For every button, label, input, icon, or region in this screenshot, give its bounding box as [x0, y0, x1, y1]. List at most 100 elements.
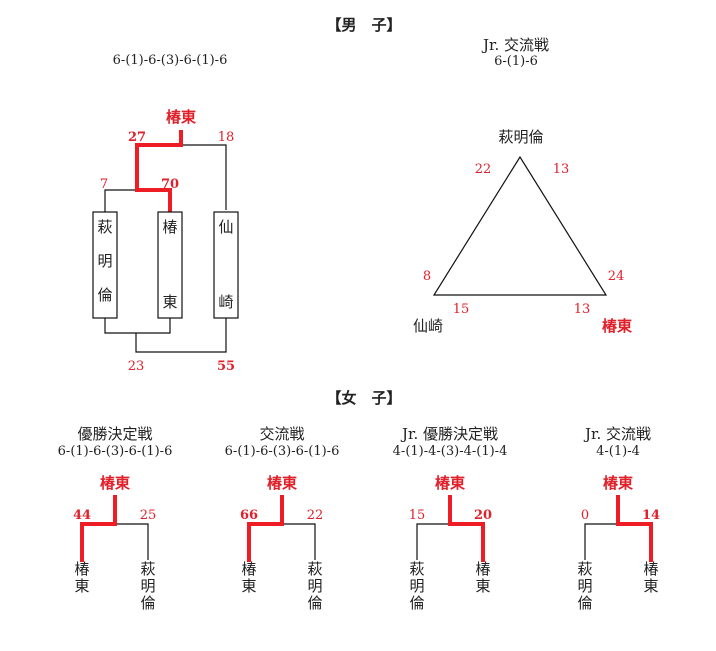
score-right: 20	[474, 508, 492, 523]
bracket-line-bottom-left	[104, 318, 171, 334]
bracket-champion: 椿東	[435, 474, 465, 492]
team-char: 東	[643, 577, 658, 595]
team-char: 椿	[241, 560, 256, 578]
score-top-left: 27	[128, 130, 146, 145]
team-char: 椿	[74, 560, 89, 578]
team-char: 明	[97, 252, 112, 270]
bracket-line-right-top	[180, 144, 227, 210]
bracket-winner-path	[135, 130, 183, 214]
team-char: 倫	[307, 594, 322, 612]
team-box-senzaki	[213, 211, 239, 319]
team-right: 萩明倫	[140, 560, 155, 612]
team-char: 明	[409, 577, 424, 595]
bracket-title: Jr. 交流戦	[583, 425, 651, 443]
team-label-hagimeirin: 萩明倫	[97, 218, 112, 304]
men-bracket: 萩明倫 椿東 仙崎 椿東 27 18 7 70 23 55	[92, 108, 239, 374]
vertex-left: 仙崎	[413, 317, 443, 335]
team-right: 椿東	[475, 560, 490, 595]
team-char: 崎	[218, 293, 233, 311]
bracket-line-bottom-right	[135, 318, 227, 353]
team-char: 東	[475, 577, 490, 595]
bracket-line-left-mid	[104, 189, 137, 212]
team-char: 明	[140, 577, 155, 595]
bracket-winner-path	[247, 495, 284, 562]
team-label-senzaki: 仙崎	[218, 218, 233, 311]
team-char: 倫	[409, 594, 424, 612]
score-right: 14	[642, 508, 660, 523]
team-char: 倫	[140, 594, 155, 612]
team-char: 東	[241, 577, 256, 595]
bracket-winner-path	[80, 495, 117, 562]
team-left: 萩明倫	[409, 560, 424, 612]
team-char: 椿	[643, 560, 658, 578]
score-bottom-left: 15	[453, 302, 470, 317]
team-char: 萩	[577, 560, 592, 578]
team-label-chinto: 椿東	[162, 218, 177, 311]
team-right: 椿東	[643, 560, 658, 595]
men-header: 【男 子】	[326, 16, 401, 34]
score-right: 25	[140, 508, 157, 523]
bracket-title: 交流戦	[259, 425, 304, 443]
bracket-format: 4-(1)-4	[596, 444, 640, 459]
team-char: 椿	[162, 218, 177, 236]
bracket-winner-path	[616, 495, 653, 562]
score-mid-right: 70	[161, 177, 179, 192]
bracket-format: 4-(1)-4-(3)-4-(1)-4	[393, 444, 508, 459]
team-char: 東	[74, 577, 89, 595]
vertex-right: 椿東	[602, 317, 632, 335]
vertex-top: 萩明倫	[498, 128, 543, 146]
bracket-champion: 椿東	[603, 474, 633, 492]
bracket-winner-path	[448, 495, 485, 562]
score-bottom-right: 13	[574, 302, 591, 317]
bracket-format: 6-(1)-6-(3)-6-(1)-6	[58, 444, 173, 459]
team-char: 仙	[218, 218, 233, 236]
bracket-line-loser	[115, 523, 149, 560]
team-left: 椿東	[241, 560, 256, 595]
bracket-title: 優勝決定戦	[77, 425, 152, 443]
team-char: 萩	[140, 560, 155, 578]
team-char: 萩	[307, 560, 322, 578]
round-robin-triangle	[432, 155, 608, 296]
score-top-right: 18	[218, 130, 235, 145]
score-bottom-left: 23	[128, 359, 145, 374]
score-left: 44	[73, 508, 91, 523]
team-char: 椿	[475, 560, 490, 578]
bracket-title: Jr. 優勝決定戦	[400, 425, 498, 443]
men-main-format: 6-(1)-6-(3)-6-(1)-6	[113, 53, 228, 68]
score-left-upper: 8	[423, 269, 431, 284]
score-bottom-right: 55	[217, 359, 235, 374]
score-left: 15	[409, 508, 426, 523]
bracket-line-loser	[282, 523, 316, 560]
men-jr-format: 6-(1)-6	[494, 54, 538, 69]
score-top-right: 13	[553, 162, 570, 177]
men-champion: 椿東	[166, 108, 196, 126]
team-char: 明	[577, 577, 592, 595]
men-jr-triangle: Jr. 交流戦 6-(1)-6 萩明倫 仙崎 椿東 22 13 8 24 15 …	[413, 36, 632, 335]
team-char: 萩	[409, 560, 424, 578]
bracket-champion: 椿東	[267, 474, 297, 492]
team-box-hagimeirin	[92, 211, 118, 319]
team-char: 萩	[97, 218, 112, 236]
score-top-left: 22	[475, 162, 492, 177]
score-right-upper: 24	[608, 269, 625, 284]
score-right: 22	[307, 508, 324, 523]
bracket-format: 6-(1)-6-(3)-6-(1)-6	[225, 444, 340, 459]
team-right: 萩明倫	[307, 560, 322, 612]
men-jr-title: Jr. 交流戦	[481, 36, 549, 54]
score-left: 0	[581, 508, 589, 523]
score-left: 66	[240, 508, 258, 523]
team-char: 東	[162, 293, 177, 311]
score-mid-left: 7	[100, 177, 108, 192]
team-char: 倫	[97, 286, 112, 304]
team-left: 萩明倫	[577, 560, 592, 612]
bracket-champion: 椿東	[100, 474, 130, 492]
team-char: 倫	[577, 594, 592, 612]
bracket-line-loser	[416, 523, 450, 560]
